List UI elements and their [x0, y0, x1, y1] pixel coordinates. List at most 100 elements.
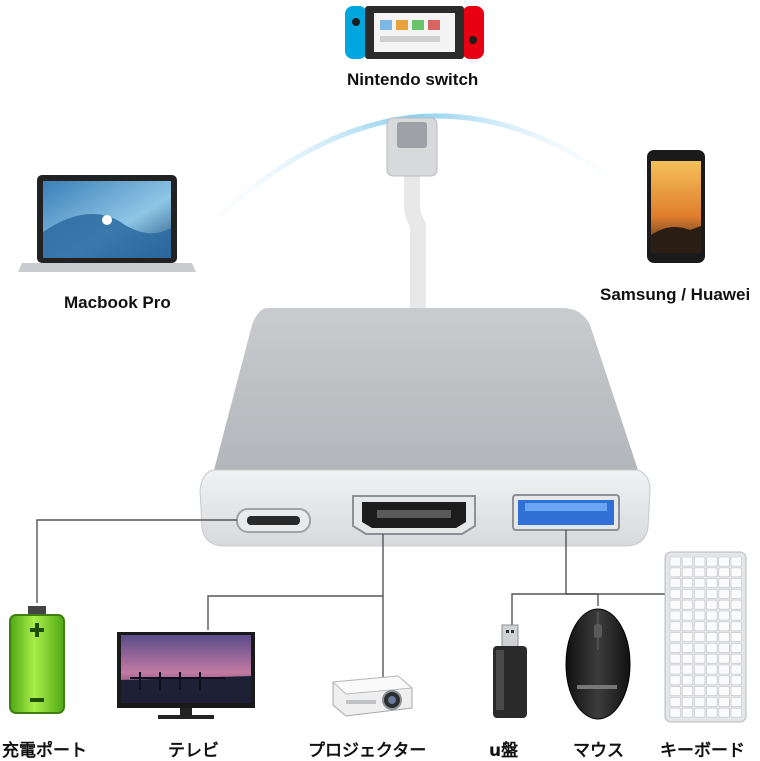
keyboard-key — [694, 697, 706, 707]
keyboard-key — [718, 643, 730, 653]
keyboard-key — [694, 632, 706, 642]
keyboard-key — [669, 610, 681, 621]
keyboard-key — [694, 664, 706, 675]
keyboard-key — [706, 707, 718, 718]
keyboard-key — [669, 707, 681, 718]
keyboard-key — [718, 610, 730, 621]
keyboard-key — [669, 643, 681, 653]
keyboard-key — [669, 632, 681, 642]
keyboard-key — [730, 664, 742, 675]
keyboard-key — [718, 567, 730, 578]
battery-icon — [9, 606, 65, 714]
keyboard-key — [706, 556, 718, 567]
keyboard-key — [669, 556, 681, 567]
keyboard-key — [681, 643, 694, 653]
keyboard-key — [706, 621, 718, 632]
keyboard-key — [706, 697, 718, 707]
nintendo-switch-icon — [345, 6, 484, 59]
usb-stick-icon — [493, 624, 527, 718]
keyboard-key — [681, 653, 694, 664]
keyboard-key — [706, 686, 718, 696]
keyboard-key — [681, 686, 694, 696]
keyboard-key — [681, 697, 694, 707]
keyboard-key — [706, 653, 718, 664]
keyboard-icon — [664, 551, 747, 723]
nintendo-switch-label: Nintendo switch — [347, 70, 479, 89]
keyboard-key — [669, 653, 681, 664]
keyboard-key — [718, 589, 730, 599]
keyboard-label: キーボード — [660, 741, 745, 761]
keyboard-key — [718, 632, 730, 642]
keyboard-key — [681, 675, 694, 686]
usb-drive-label: u盤 — [489, 741, 519, 761]
keyboard-key — [681, 599, 694, 610]
keyboard-key — [681, 589, 694, 599]
keyboard-key — [681, 707, 694, 718]
keyboard-key — [730, 707, 742, 718]
keyboard-key — [706, 643, 718, 653]
keyboard-key — [718, 664, 730, 675]
keyboard-key — [730, 578, 742, 588]
keyboard-key — [706, 632, 718, 642]
keyboard-key — [730, 643, 742, 653]
keyboard-key — [730, 697, 742, 707]
keyboard-key — [718, 653, 730, 664]
keyboard-key — [730, 567, 742, 578]
keyboard-key — [730, 589, 742, 599]
keyboard-key — [694, 707, 706, 718]
keyboard-key — [718, 599, 730, 610]
keyboard-key — [730, 632, 742, 642]
keyboard-key — [706, 610, 718, 621]
keyboard-key — [681, 664, 694, 675]
smartphone-icon — [647, 150, 705, 263]
keyboard-key — [706, 675, 718, 686]
keyboard-key — [694, 653, 706, 664]
keyboard-key — [718, 675, 730, 686]
charging-port-label: 充電ポート — [2, 741, 87, 761]
keyboard-key — [669, 675, 681, 686]
macbook-icon — [18, 175, 196, 272]
keyboard-key — [694, 578, 706, 588]
samsung-huawei-label: Samsung / Huawei — [600, 285, 751, 304]
keyboard-key — [694, 621, 706, 632]
keyboard-key — [730, 675, 742, 686]
keyboard-key — [718, 697, 730, 707]
keyboard-key — [681, 610, 694, 621]
tv-label: テレビ — [168, 741, 219, 761]
keyboard-key — [730, 686, 742, 696]
keyboard-key — [669, 567, 681, 578]
mouse-icon — [565, 608, 631, 720]
keyboard-key — [694, 675, 706, 686]
keyboard-key — [694, 643, 706, 653]
keyboard-key — [669, 578, 681, 588]
keyboard-key — [706, 599, 718, 610]
keyboard-key — [669, 664, 681, 675]
keyboard-key — [706, 567, 718, 578]
keyboard-key — [694, 686, 706, 696]
keyboard-key — [694, 589, 706, 599]
keyboard-key — [706, 664, 718, 675]
keyboard-key — [730, 610, 742, 621]
keyboard-key — [730, 653, 742, 664]
keyboard-key — [730, 556, 742, 567]
keyboard-key — [718, 707, 730, 718]
keyboard-key — [681, 632, 694, 642]
keyboard-key — [718, 578, 730, 588]
macbook-pro-label: Macbook Pro — [64, 293, 171, 312]
keyboard-key — [706, 578, 718, 588]
keyboard-key — [718, 556, 730, 567]
mouse-label: マウス — [573, 741, 624, 761]
keyboard-key — [669, 599, 681, 610]
keyboard-key — [694, 599, 706, 610]
keyboard-key — [669, 589, 681, 599]
keyboard-key — [669, 686, 681, 696]
keyboard-key — [718, 621, 730, 632]
keyboard-key — [694, 556, 706, 567]
keyboard-key — [681, 567, 694, 578]
keyboard-key — [718, 686, 730, 696]
projector-label: プロジェクター — [308, 741, 427, 761]
usb-hub-body — [199, 308, 651, 547]
keyboard-key — [694, 567, 706, 578]
tv-icon — [117, 632, 255, 719]
